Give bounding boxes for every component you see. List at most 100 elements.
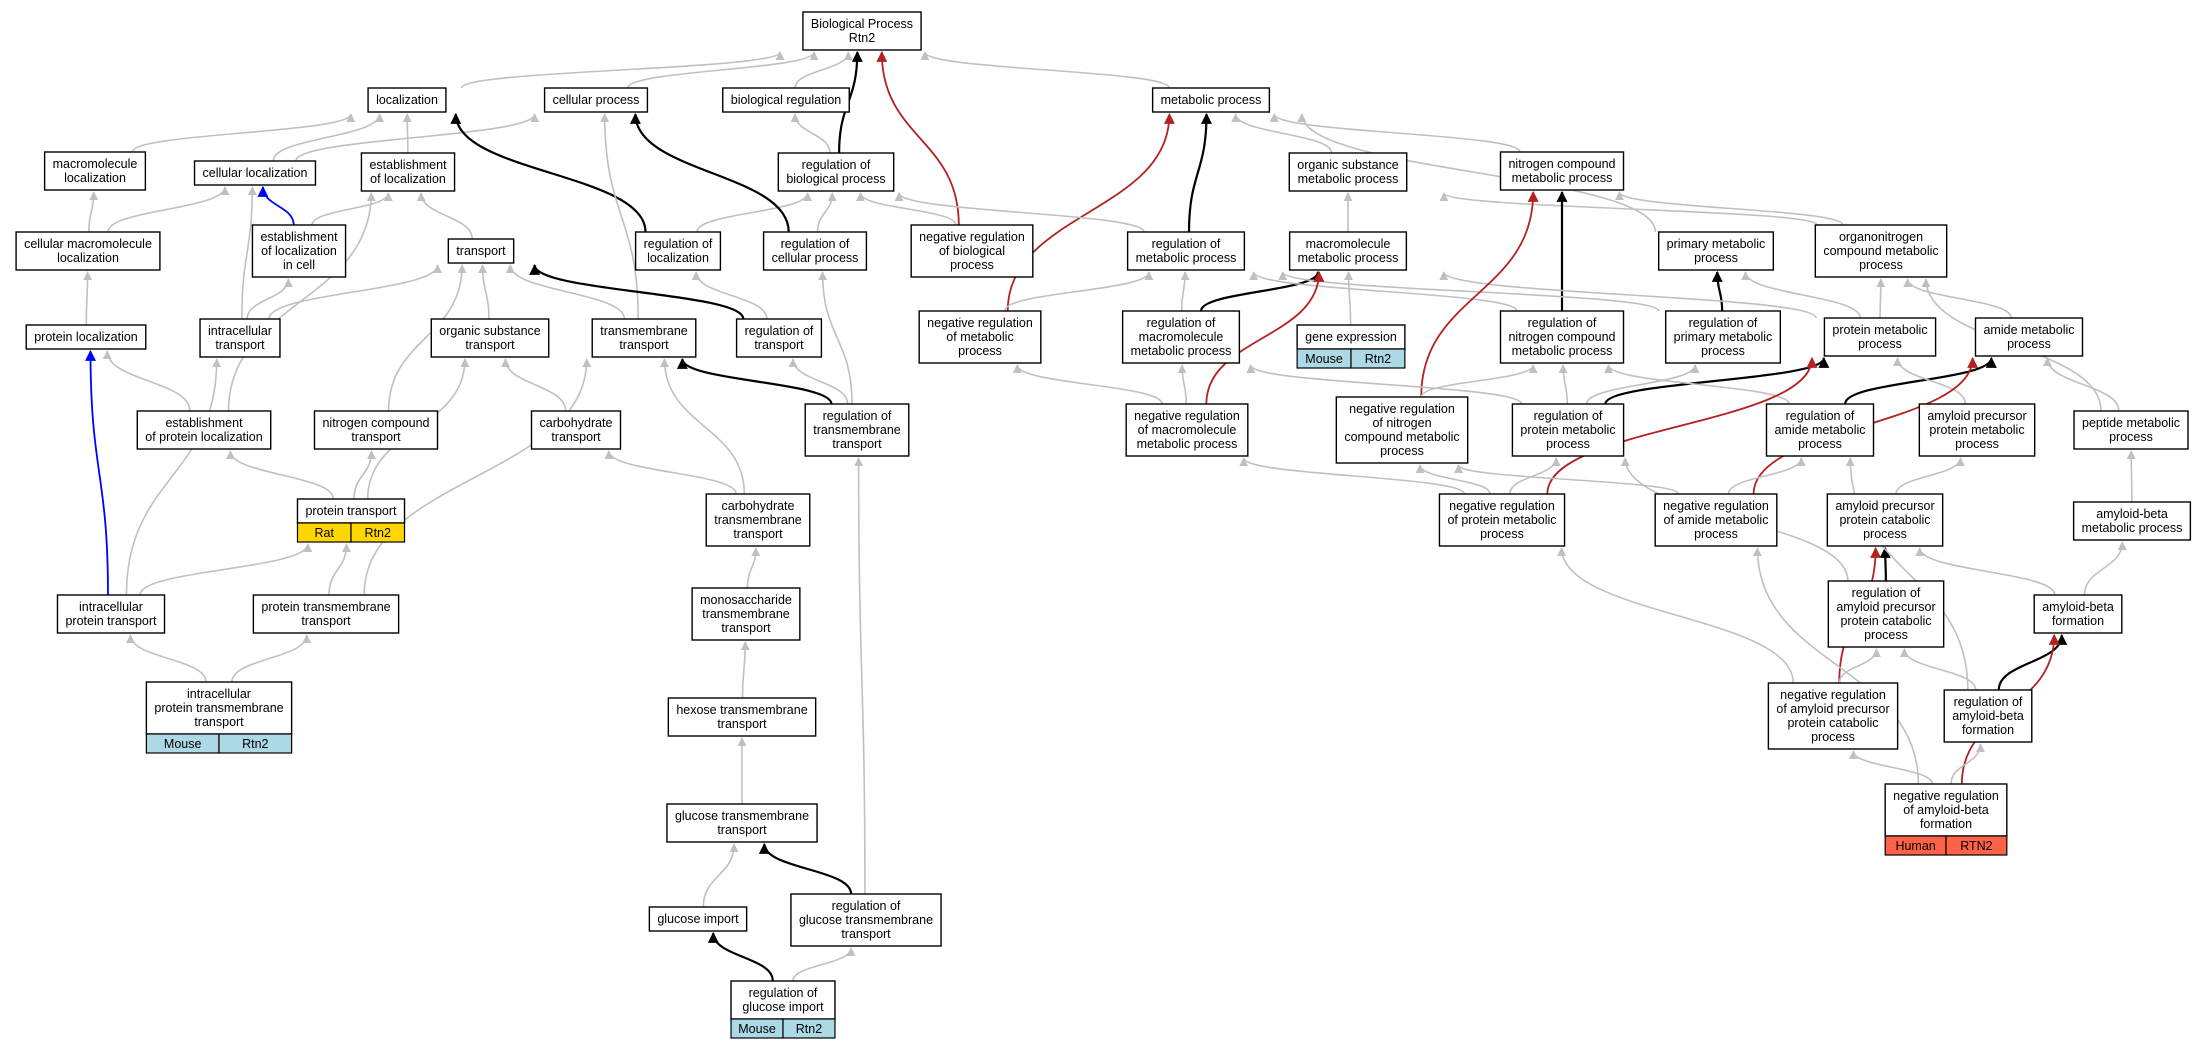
node-box: [1288, 152, 1408, 192]
species-label: Mouse: [738, 1022, 776, 1036]
node-box: [804, 403, 910, 457]
node-label-line: metabolic process: [1161, 93, 1262, 107]
edge-is-a: [268, 264, 443, 320]
node-label-line: formation: [2052, 614, 2104, 628]
node-label-line: process: [1858, 337, 1902, 351]
node-label-line: regulation of: [823, 409, 892, 423]
node-box: [1499, 151, 1625, 191]
go-node-glucose-import[interactable]: glucose import: [648, 906, 748, 932]
edge-is-a: [1915, 547, 2056, 596]
node-label-line: negative regulation: [919, 230, 1025, 244]
node-label-line: transport: [717, 823, 767, 837]
edge-is-a: [1249, 271, 1518, 312]
edge-is-a: [131, 113, 356, 153]
node-label-line: nitrogen compound: [1508, 157, 1615, 171]
node-label-line: biological process: [786, 172, 885, 186]
gene-label: RTN2: [1960, 839, 1992, 853]
node-label-line: in cell: [283, 258, 315, 272]
node-label-line: primary metabolic: [1674, 330, 1773, 344]
edge-is-a: [1439, 192, 1818, 226]
node-box: [730, 980, 836, 1020]
node-label-line: transport: [351, 430, 401, 444]
edge-is-a: [1012, 364, 1163, 405]
edge-is-a: [790, 113, 831, 154]
go-node-biological-regulation[interactable]: biological regulation: [722, 87, 850, 113]
node-label-line: glucose import: [742, 1000, 824, 1014]
go-node-cellular-localization[interactable]: cellular localization: [193, 160, 317, 186]
go-node-transport[interactable]: transport: [447, 238, 515, 264]
go-node-metabolic-process[interactable]: metabolic process: [1151, 87, 1271, 113]
edge-regulates: [1604, 356, 1830, 405]
node-label-line: localization: [647, 251, 709, 265]
node-box: [251, 224, 347, 278]
edge-is-a: [1439, 271, 1817, 319]
gene-label: Rtn2: [365, 526, 391, 540]
go-node-localization[interactable]: localization: [367, 87, 447, 113]
go-node-protein-localization[interactable]: protein localization: [25, 324, 147, 350]
edge-is-a: [139, 543, 313, 596]
edge-is-a: [225, 450, 335, 500]
go-node-cellular-process[interactable]: cellular process: [543, 87, 649, 113]
gene-tag-cell: [350, 522, 406, 543]
species-label: Rat: [315, 526, 335, 540]
node-box: [1884, 783, 2008, 837]
